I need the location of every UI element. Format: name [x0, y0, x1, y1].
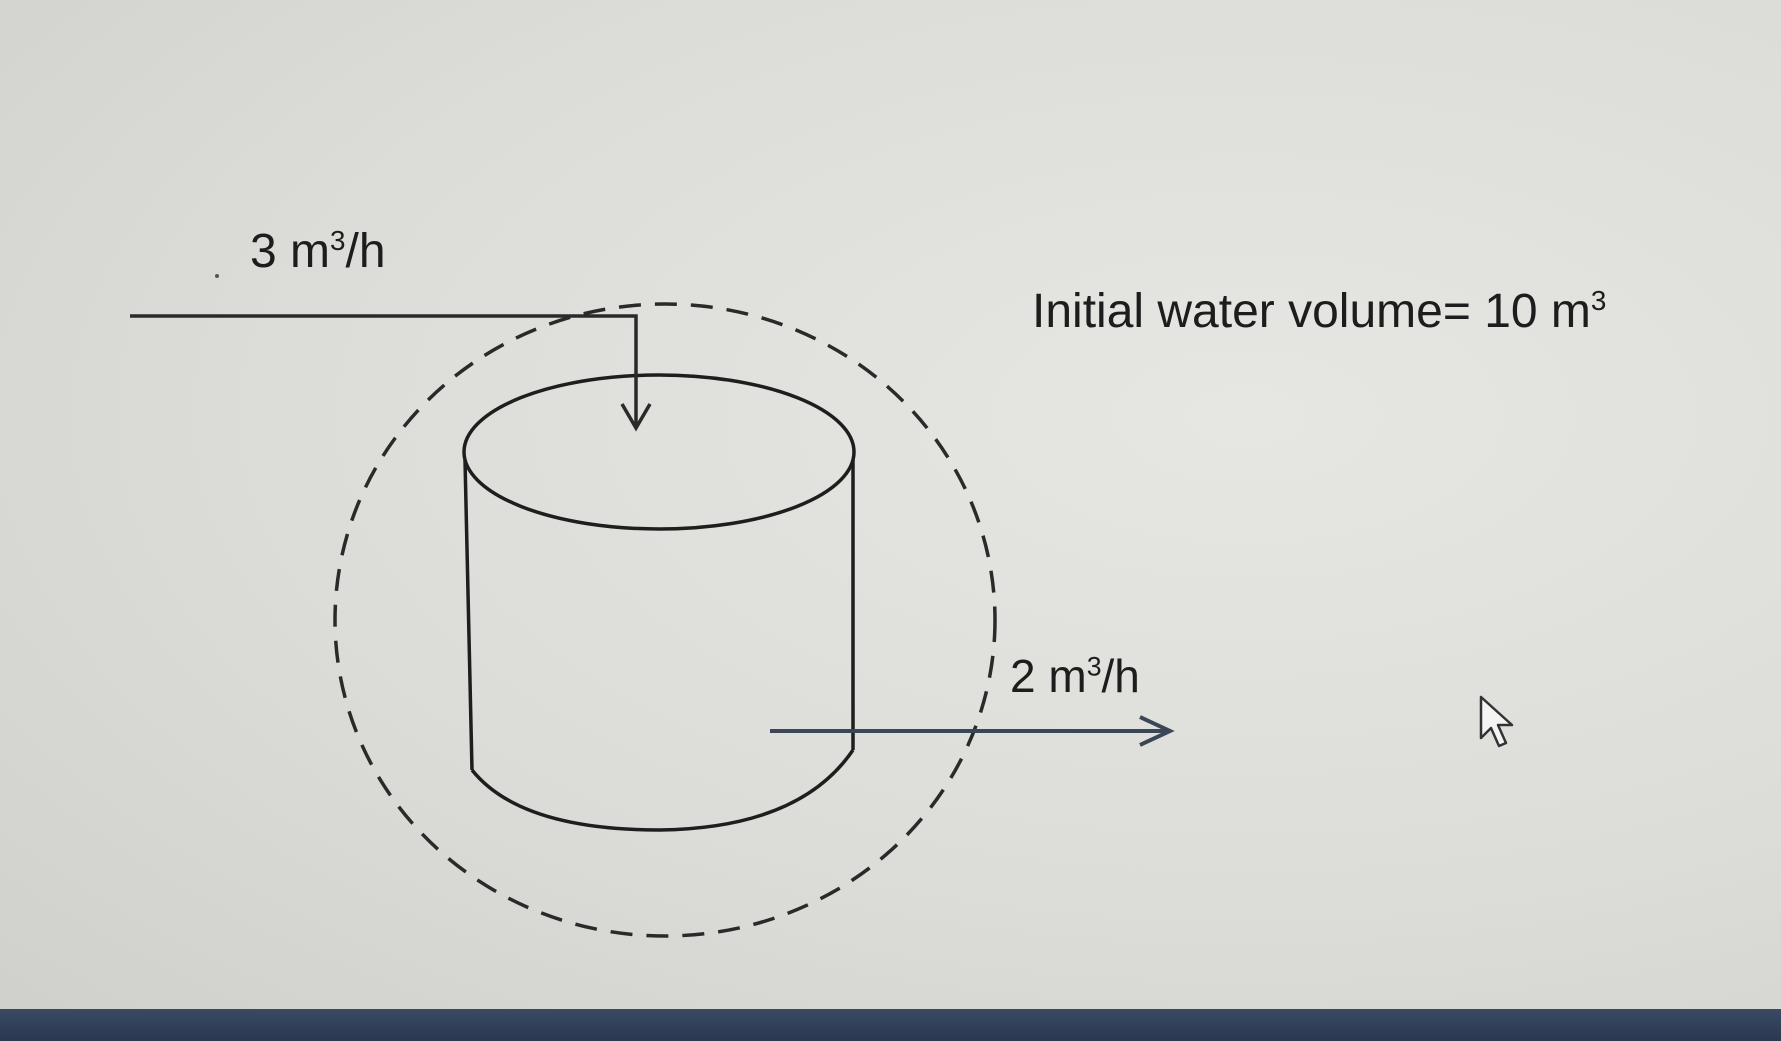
inflow-rate-label: 3 m3/h: [250, 225, 386, 278]
outflow-unit: /h: [1101, 650, 1140, 702]
inflow-arrow: [130, 314, 652, 432]
initial-volume-text: Initial water volume= 10 m: [1032, 285, 1591, 338]
outflow-value: 2 m: [1010, 650, 1087, 702]
tank-bottom: [470, 749, 855, 832]
tank: [462, 373, 856, 832]
control-volume-boundary: [333, 302, 997, 938]
mouse-pointer-icon: [1479, 695, 1514, 748]
stray-mark: [215, 274, 219, 278]
inflow-exponent: 3: [330, 225, 346, 256]
initial-volume-exponent: 3: [1590, 285, 1607, 316]
outflow-arrow: [770, 715, 1175, 747]
inflow-value: 3 m: [250, 225, 331, 278]
taskbar: [0, 1009, 1781, 1041]
outflow-rate-label: 2 m3/h: [1010, 653, 1140, 699]
outflow-exponent: 3: [1086, 651, 1102, 682]
initial-volume-label: Initial water volume= 10 m3: [1032, 285, 1607, 338]
inflow-unit: /h: [345, 225, 386, 278]
tank-left-wall: [463, 459, 474, 771]
tank-top: [462, 373, 856, 531]
